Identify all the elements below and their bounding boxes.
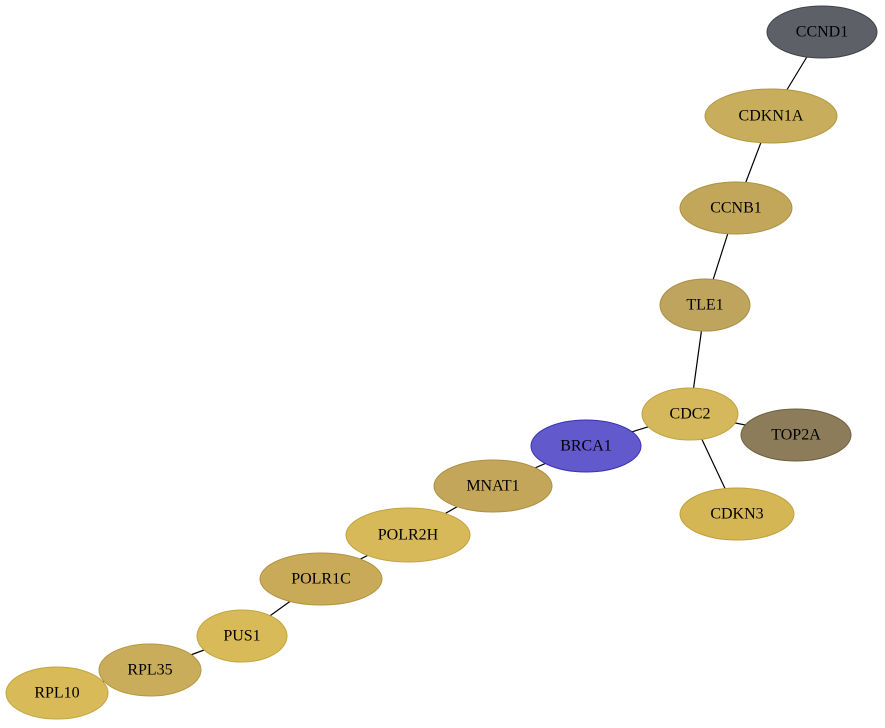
- node-polr1c[interactable]: POLR1C: [259, 552, 383, 606]
- node-label: MNAT1: [466, 478, 519, 495]
- node-label: CDKN3: [710, 506, 763, 523]
- node-shape: [345, 507, 471, 563]
- node-shape: [433, 459, 553, 513]
- node-label: POLR1C: [291, 571, 351, 588]
- node-ccnd1[interactable]: CCND1: [766, 5, 878, 59]
- node-shape: [740, 408, 852, 462]
- node-shape: [679, 487, 795, 541]
- node-label: CCNB1: [710, 200, 762, 217]
- node-label: CDC2: [670, 406, 711, 423]
- edge-layer: [56, 31, 823, 694]
- node-polr2h[interactable]: POLR2H: [345, 507, 471, 563]
- node-shape: [641, 387, 739, 441]
- node-label: TLE1: [686, 297, 723, 314]
- node-shape: [98, 643, 202, 697]
- node-label: BRCA1: [560, 438, 612, 455]
- node-label: PUS1: [223, 628, 260, 645]
- node-shape: [196, 609, 288, 663]
- node-label: CDKN1A: [739, 108, 804, 125]
- node-label: RPL35: [127, 662, 172, 679]
- node-ccnb1[interactable]: CCNB1: [679, 181, 793, 235]
- node-label: TOP2A: [771, 427, 821, 444]
- node-cdkn1a[interactable]: CDKN1A: [704, 88, 838, 144]
- node-mnat1[interactable]: MNAT1: [433, 459, 553, 513]
- node-shape: [659, 278, 751, 332]
- node-pus1[interactable]: PUS1: [196, 609, 288, 663]
- node-shape: [704, 88, 838, 144]
- node-cdc2[interactable]: CDC2: [641, 387, 739, 441]
- node-shape: [766, 5, 878, 59]
- node-brca1[interactable]: BRCA1: [530, 419, 642, 473]
- node-label: POLR2H: [378, 527, 439, 544]
- node-shape: [530, 419, 642, 473]
- node-rpl10[interactable]: RPL10: [5, 666, 109, 720]
- node-rpl35[interactable]: RPL35: [98, 643, 202, 697]
- node-shape: [259, 552, 383, 606]
- node-tle1[interactable]: TLE1: [659, 278, 751, 332]
- node-label: CCND1: [796, 24, 848, 41]
- node-top2a[interactable]: TOP2A: [740, 408, 852, 462]
- node-shape: [5, 666, 109, 720]
- node-cdkn3[interactable]: CDKN3: [679, 487, 795, 541]
- node-shape: [679, 181, 793, 235]
- node-label: RPL10: [34, 685, 79, 702]
